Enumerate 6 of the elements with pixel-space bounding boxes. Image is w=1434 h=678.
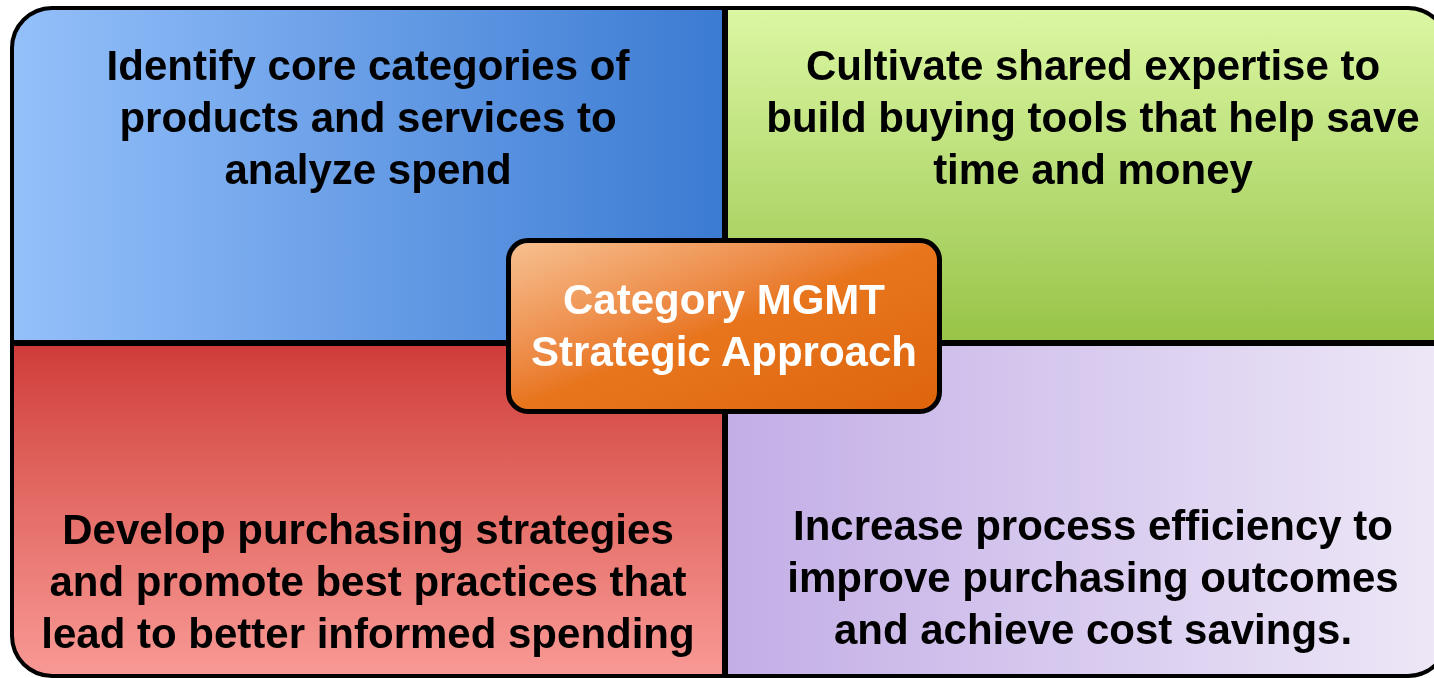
quadrant-text: Develop purchasing strategies and promote best practices that lead to better informed spending: [40, 505, 696, 659]
quadrant-text: Increase process efficiency to improve purchasing outcomes and achieve cost savings.: [786, 501, 1400, 655]
center-text: Category MGMT Strategic Approach: [530, 275, 918, 377]
quadrant-text: Cultivate shared expertise to build buying tools that help save time and money: [765, 41, 1421, 195]
center-box: [506, 238, 942, 414]
quadrant-text: Identify core categories of products and services to analyze spend: [105, 41, 631, 195]
